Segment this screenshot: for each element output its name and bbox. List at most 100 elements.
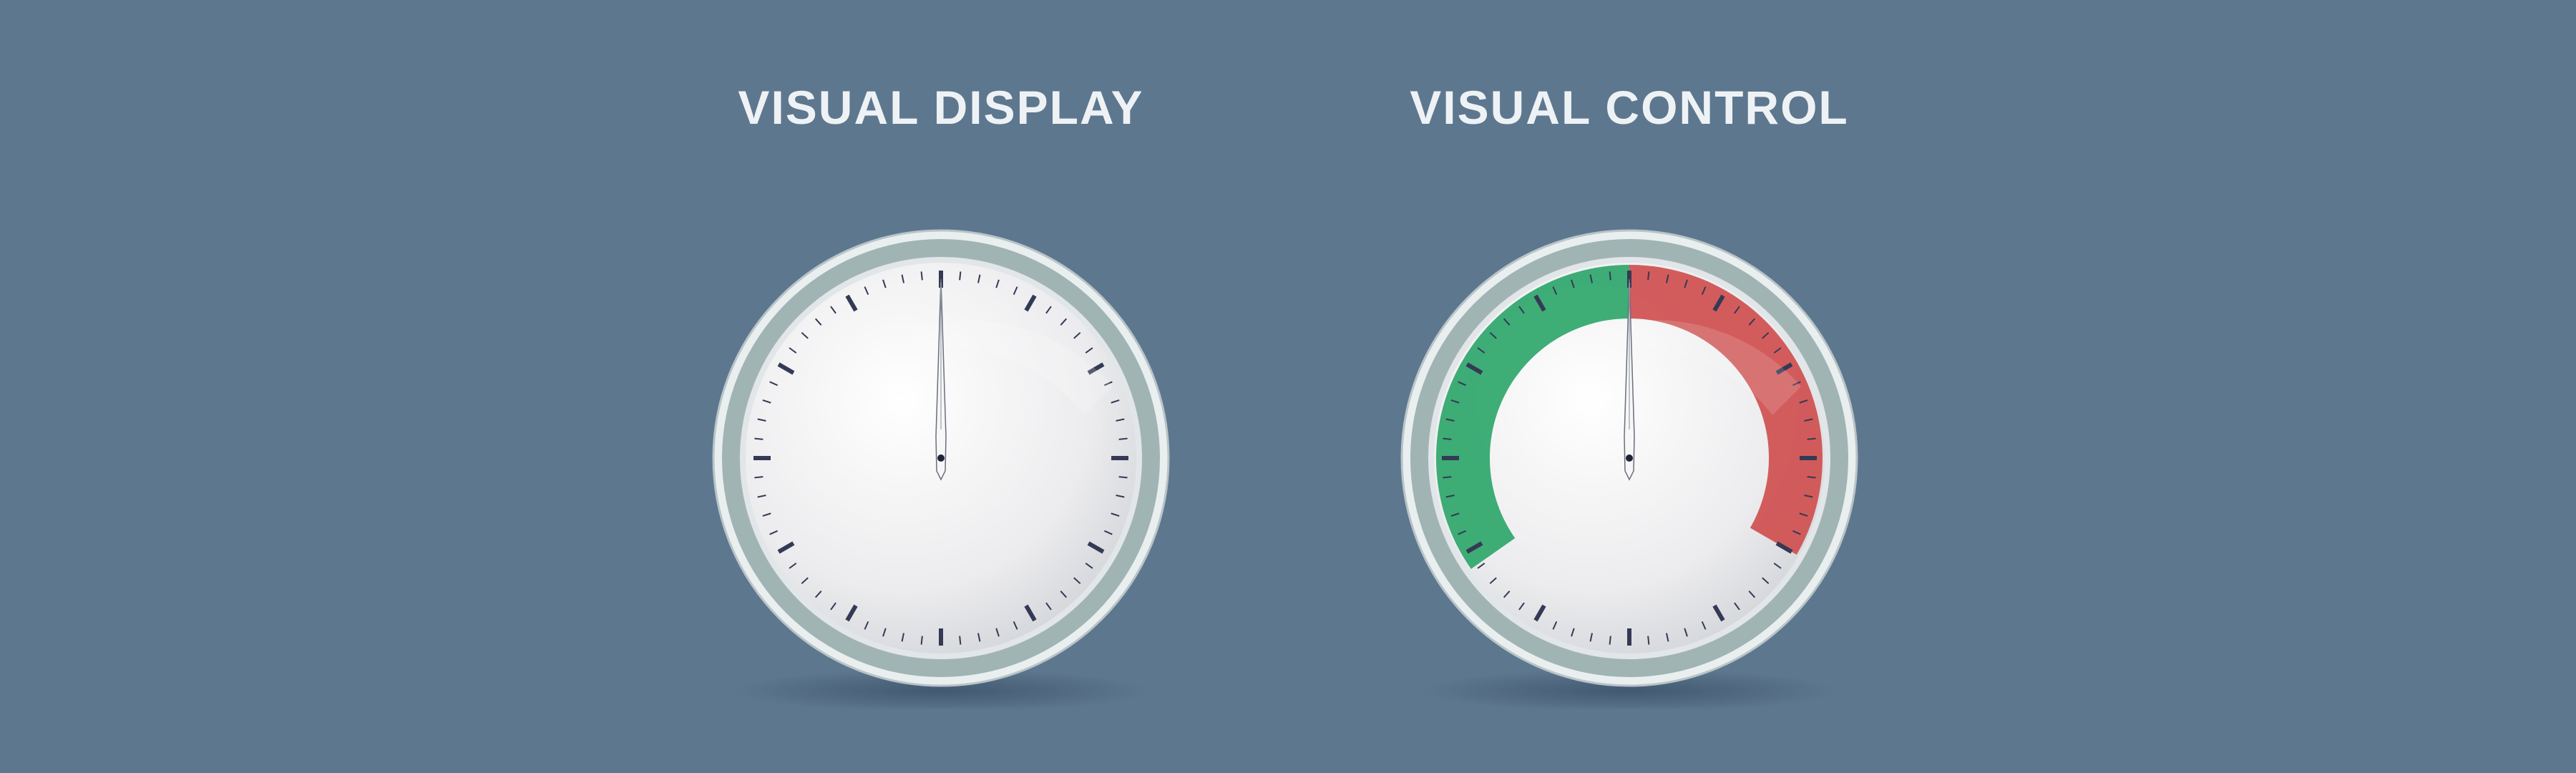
minor-tick (1073, 577, 1081, 585)
pivot-dot-icon (937, 454, 945, 462)
minor-tick (1116, 495, 1125, 498)
visual-display-gauge-svg (712, 229, 1170, 709)
minor-tick (1045, 602, 1052, 611)
minor-tick (1609, 271, 1611, 281)
visual-control-gauge-svg (1400, 229, 1858, 709)
minor-tick (1503, 318, 1511, 326)
minor-tick (789, 563, 797, 569)
tick-marks (753, 271, 1128, 646)
minor-tick (1450, 399, 1460, 404)
minor-tick (882, 279, 887, 288)
minor-tick (1103, 530, 1113, 535)
minor-tick (1799, 512, 1808, 517)
minor-tick (1571, 279, 1575, 288)
minor-tick (762, 512, 771, 517)
major-tick (1024, 604, 1037, 622)
minor-tick (1666, 274, 1669, 283)
minor-tick (757, 418, 766, 422)
major-tick (1024, 294, 1037, 312)
major-tick (1533, 604, 1546, 622)
minor-tick (1552, 621, 1558, 630)
minor-tick (762, 399, 771, 404)
minor-tick (1799, 399, 1808, 404)
minor-tick (1773, 563, 1782, 569)
major-tick (1465, 541, 1483, 554)
minor-tick (1013, 621, 1018, 630)
minor-tick (1734, 306, 1740, 314)
minor-tick (1647, 636, 1650, 645)
minor-tick (1552, 286, 1558, 296)
zone-red (1629, 265, 1823, 555)
pivot-dot-icon (1626, 454, 1633, 462)
major-tick (1533, 294, 1546, 312)
minor-tick (1489, 577, 1497, 585)
major-tick (1712, 604, 1725, 622)
gauge-needle-icon (935, 278, 947, 481)
visual-display-panel: VISUAL DISPLAY (691, 0, 1191, 773)
major-tick (1087, 541, 1105, 554)
minor-tick (1701, 286, 1707, 296)
minor-tick (1518, 602, 1525, 611)
minor-tick (1060, 590, 1068, 598)
minor-tick (1111, 512, 1120, 517)
minor-tick (1762, 577, 1770, 585)
minor-tick (977, 633, 981, 642)
glass-highlight (1597, 320, 1801, 415)
minor-tick (995, 279, 1000, 288)
minor-tick (1477, 563, 1485, 569)
minor-tick (1477, 347, 1485, 354)
minor-tick (901, 274, 904, 283)
major-tick (777, 541, 795, 554)
visual-control-title: VISUAL CONTROL (1410, 81, 1849, 134)
minor-tick (1647, 271, 1650, 281)
minor-tick (1518, 306, 1525, 314)
minor-tick (1458, 530, 1467, 535)
minor-tick (769, 381, 779, 386)
minor-tick (1666, 633, 1669, 642)
minor-tick (830, 602, 836, 611)
minor-tick (1571, 628, 1575, 637)
minor-tick (1773, 347, 1782, 354)
minor-tick (789, 347, 797, 354)
minor-tick (1804, 418, 1813, 422)
minor-tick (1450, 512, 1460, 517)
minor-tick (1103, 381, 1113, 386)
minor-tick (1734, 602, 1740, 611)
minor-tick (882, 628, 887, 637)
minor-tick (1804, 495, 1813, 498)
minor-tick (1445, 495, 1455, 498)
minor-tick (1013, 286, 1018, 296)
gauge-shadow (733, 669, 1148, 709)
major-tick (1775, 362, 1793, 375)
major-tick (1775, 541, 1793, 554)
minor-tick (1589, 633, 1593, 642)
minor-tick (830, 306, 836, 314)
minor-tick (1116, 418, 1125, 422)
minor-tick (1792, 381, 1801, 386)
minor-tick (1589, 274, 1593, 283)
minor-tick (864, 286, 869, 296)
minor-tick (1085, 563, 1093, 569)
minor-tick (1748, 318, 1756, 326)
visual-control-gauge (1379, 208, 1880, 709)
minor-tick (1489, 331, 1497, 339)
minor-tick (1073, 331, 1081, 339)
minor-tick (1503, 590, 1511, 598)
major-tick (1465, 362, 1483, 375)
minor-tick (1792, 530, 1801, 535)
major-tick (1087, 362, 1105, 375)
major-tick (845, 604, 858, 622)
minor-tick (814, 590, 822, 598)
major-tick (845, 294, 858, 312)
zone-green (1436, 265, 1629, 569)
minor-tick (1684, 279, 1688, 288)
minor-tick (801, 577, 809, 585)
minor-tick (901, 633, 904, 642)
minor-tick (995, 628, 1000, 637)
minor-tick (864, 621, 869, 630)
minor-tick (1684, 628, 1688, 637)
major-tick (777, 362, 795, 375)
glass-highlight (909, 320, 1113, 415)
minor-tick (1111, 399, 1120, 404)
minor-tick (814, 318, 822, 326)
